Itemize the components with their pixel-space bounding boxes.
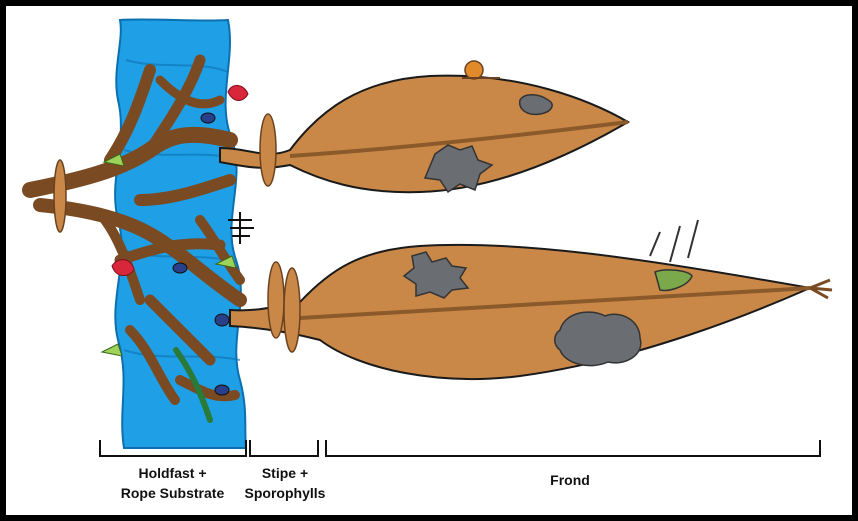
lower-frond [230,245,832,379]
stipe-label-line1: Stipe + [236,463,334,483]
holdfast-label-line1: Holdfast + [95,463,250,483]
holdfast-label: Holdfast + Rope Substrate [95,463,250,503]
holdfast-label-line2: Rope Substrate [95,483,250,503]
frond-label: Frond [500,470,640,490]
stipe-label: Stipe + Sporophylls [236,463,334,503]
stipe-label-line2: Sporophylls [236,483,334,503]
hydroid-icon [650,220,698,262]
upper-frond [220,76,628,193]
snail-icon [462,61,500,79]
